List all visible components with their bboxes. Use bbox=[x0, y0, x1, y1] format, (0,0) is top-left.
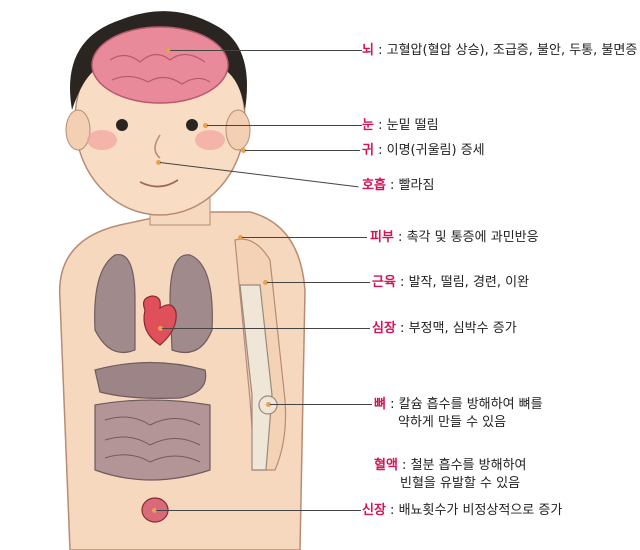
label-skin: 피부 : 촉각 및 통증에 과민반응 bbox=[370, 229, 539, 246]
label-blood-line2: 빈혈을 유발할 수 있음 bbox=[400, 475, 520, 492]
brain bbox=[92, 27, 228, 103]
leader-ear bbox=[245, 150, 360, 151]
eye-right bbox=[186, 119, 198, 131]
intestines bbox=[95, 400, 210, 480]
eye-left bbox=[116, 119, 128, 131]
ear-right bbox=[226, 110, 250, 150]
label-muscle: 근육 : 발작, 떨림, 경련, 이완 bbox=[372, 274, 529, 291]
leader-brain bbox=[170, 50, 362, 51]
label-ear: 귀 : 이명(귀울림) 증세 bbox=[362, 142, 485, 159]
leader-muscle bbox=[267, 282, 370, 283]
ear-left bbox=[66, 110, 90, 150]
liver bbox=[95, 363, 206, 399]
leader-bone bbox=[270, 404, 372, 405]
label-breath: 호흡 : 빨라짐 bbox=[362, 177, 434, 194]
label-bone: 뼈 : 칼슘 흡수를 방해하여 뼈를 bbox=[374, 396, 543, 413]
label-heart: 심장 : 부정맥, 심박수 증가 bbox=[372, 320, 517, 337]
leader-eye bbox=[207, 125, 362, 126]
leader-kidney bbox=[156, 510, 361, 511]
label-kidney: 신장 : 배뇨횟수가 비정상적으로 증가 bbox=[362, 502, 562, 519]
leader-heart bbox=[162, 328, 370, 329]
label-brain: 뇌 : 고혈압(혈압 상승), 조급증, 불안, 두통, 불면증 bbox=[362, 42, 637, 59]
label-eye: 눈 : 눈밑 떨림 bbox=[362, 117, 439, 134]
leader-skin bbox=[242, 237, 367, 238]
label-blood: 혈액 : 철분 흡수를 방해하여 bbox=[374, 457, 526, 474]
label-bone-line2: 약하게 만들 수 있음 bbox=[398, 414, 506, 431]
